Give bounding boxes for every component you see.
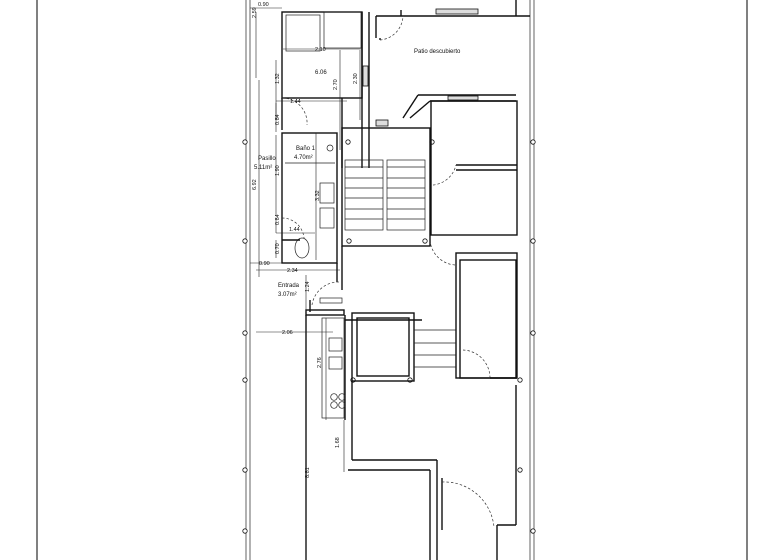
room-area-pasillo: 5.11m² (254, 165, 272, 171)
dim-label: 0.90 (258, 2, 269, 8)
dim-label: 3.32 (315, 190, 321, 201)
dim-label: 0.84 (275, 214, 281, 225)
dim-label: 2.34 (287, 268, 298, 274)
dim-label: 6.92 (252, 179, 258, 190)
room-area-bano: 4.70m² (294, 155, 313, 161)
dim-label: 0.90 (259, 261, 270, 267)
upper-rooms (281, 11, 370, 168)
dim-label: 2.06 (282, 330, 293, 336)
dim-label: 1.44 (289, 227, 300, 233)
room-label-patio: Patio descubierto (414, 49, 461, 55)
dim-label: 2.30 (353, 73, 359, 84)
room-label-bano: Baño 1 (296, 146, 316, 152)
lot-boundary (245, 0, 535, 560)
patio (375, 0, 530, 127)
dim-label: 1.44 (290, 99, 301, 105)
dim-label: 1.32 (275, 73, 281, 84)
sheet-frame (36, 0, 748, 560)
dimension-lines (250, 7, 362, 560)
dim-label: 0.70 (275, 243, 281, 254)
kitchen (305, 312, 517, 560)
dim-label: 2.76 (317, 357, 323, 368)
dim-label: 2.59 (252, 7, 258, 18)
column-markers (242, 139, 536, 534)
dim-label: 2.70 (333, 79, 339, 90)
dim-label: 2.10 (315, 47, 326, 53)
bathroom (281, 97, 338, 264)
dim-label: 0.84 (275, 114, 281, 125)
room-labels: Patio descubierto 6.06 Baño 1 4.70m² Pas… (254, 49, 461, 298)
dim-label: 1.24 (305, 281, 311, 292)
room-label-pasillo: Pasillo (258, 156, 276, 162)
stair-core (341, 127, 431, 247)
dim-label: 8.81 (305, 467, 311, 478)
dimension-labels: 0.90 2.59 2.10 1.32 2.70 2.30 1.44 0.84 … (252, 2, 359, 478)
room-label-entrada: Entrada (278, 283, 300, 289)
entry (305, 246, 345, 316)
right-rooms (429, 100, 518, 379)
room-label-area: 6.06 (315, 70, 327, 76)
dim-label: 1.68 (335, 437, 341, 448)
room-area-entrada: 3.07m² (278, 292, 297, 298)
dim-label: 1.90 (275, 165, 281, 176)
